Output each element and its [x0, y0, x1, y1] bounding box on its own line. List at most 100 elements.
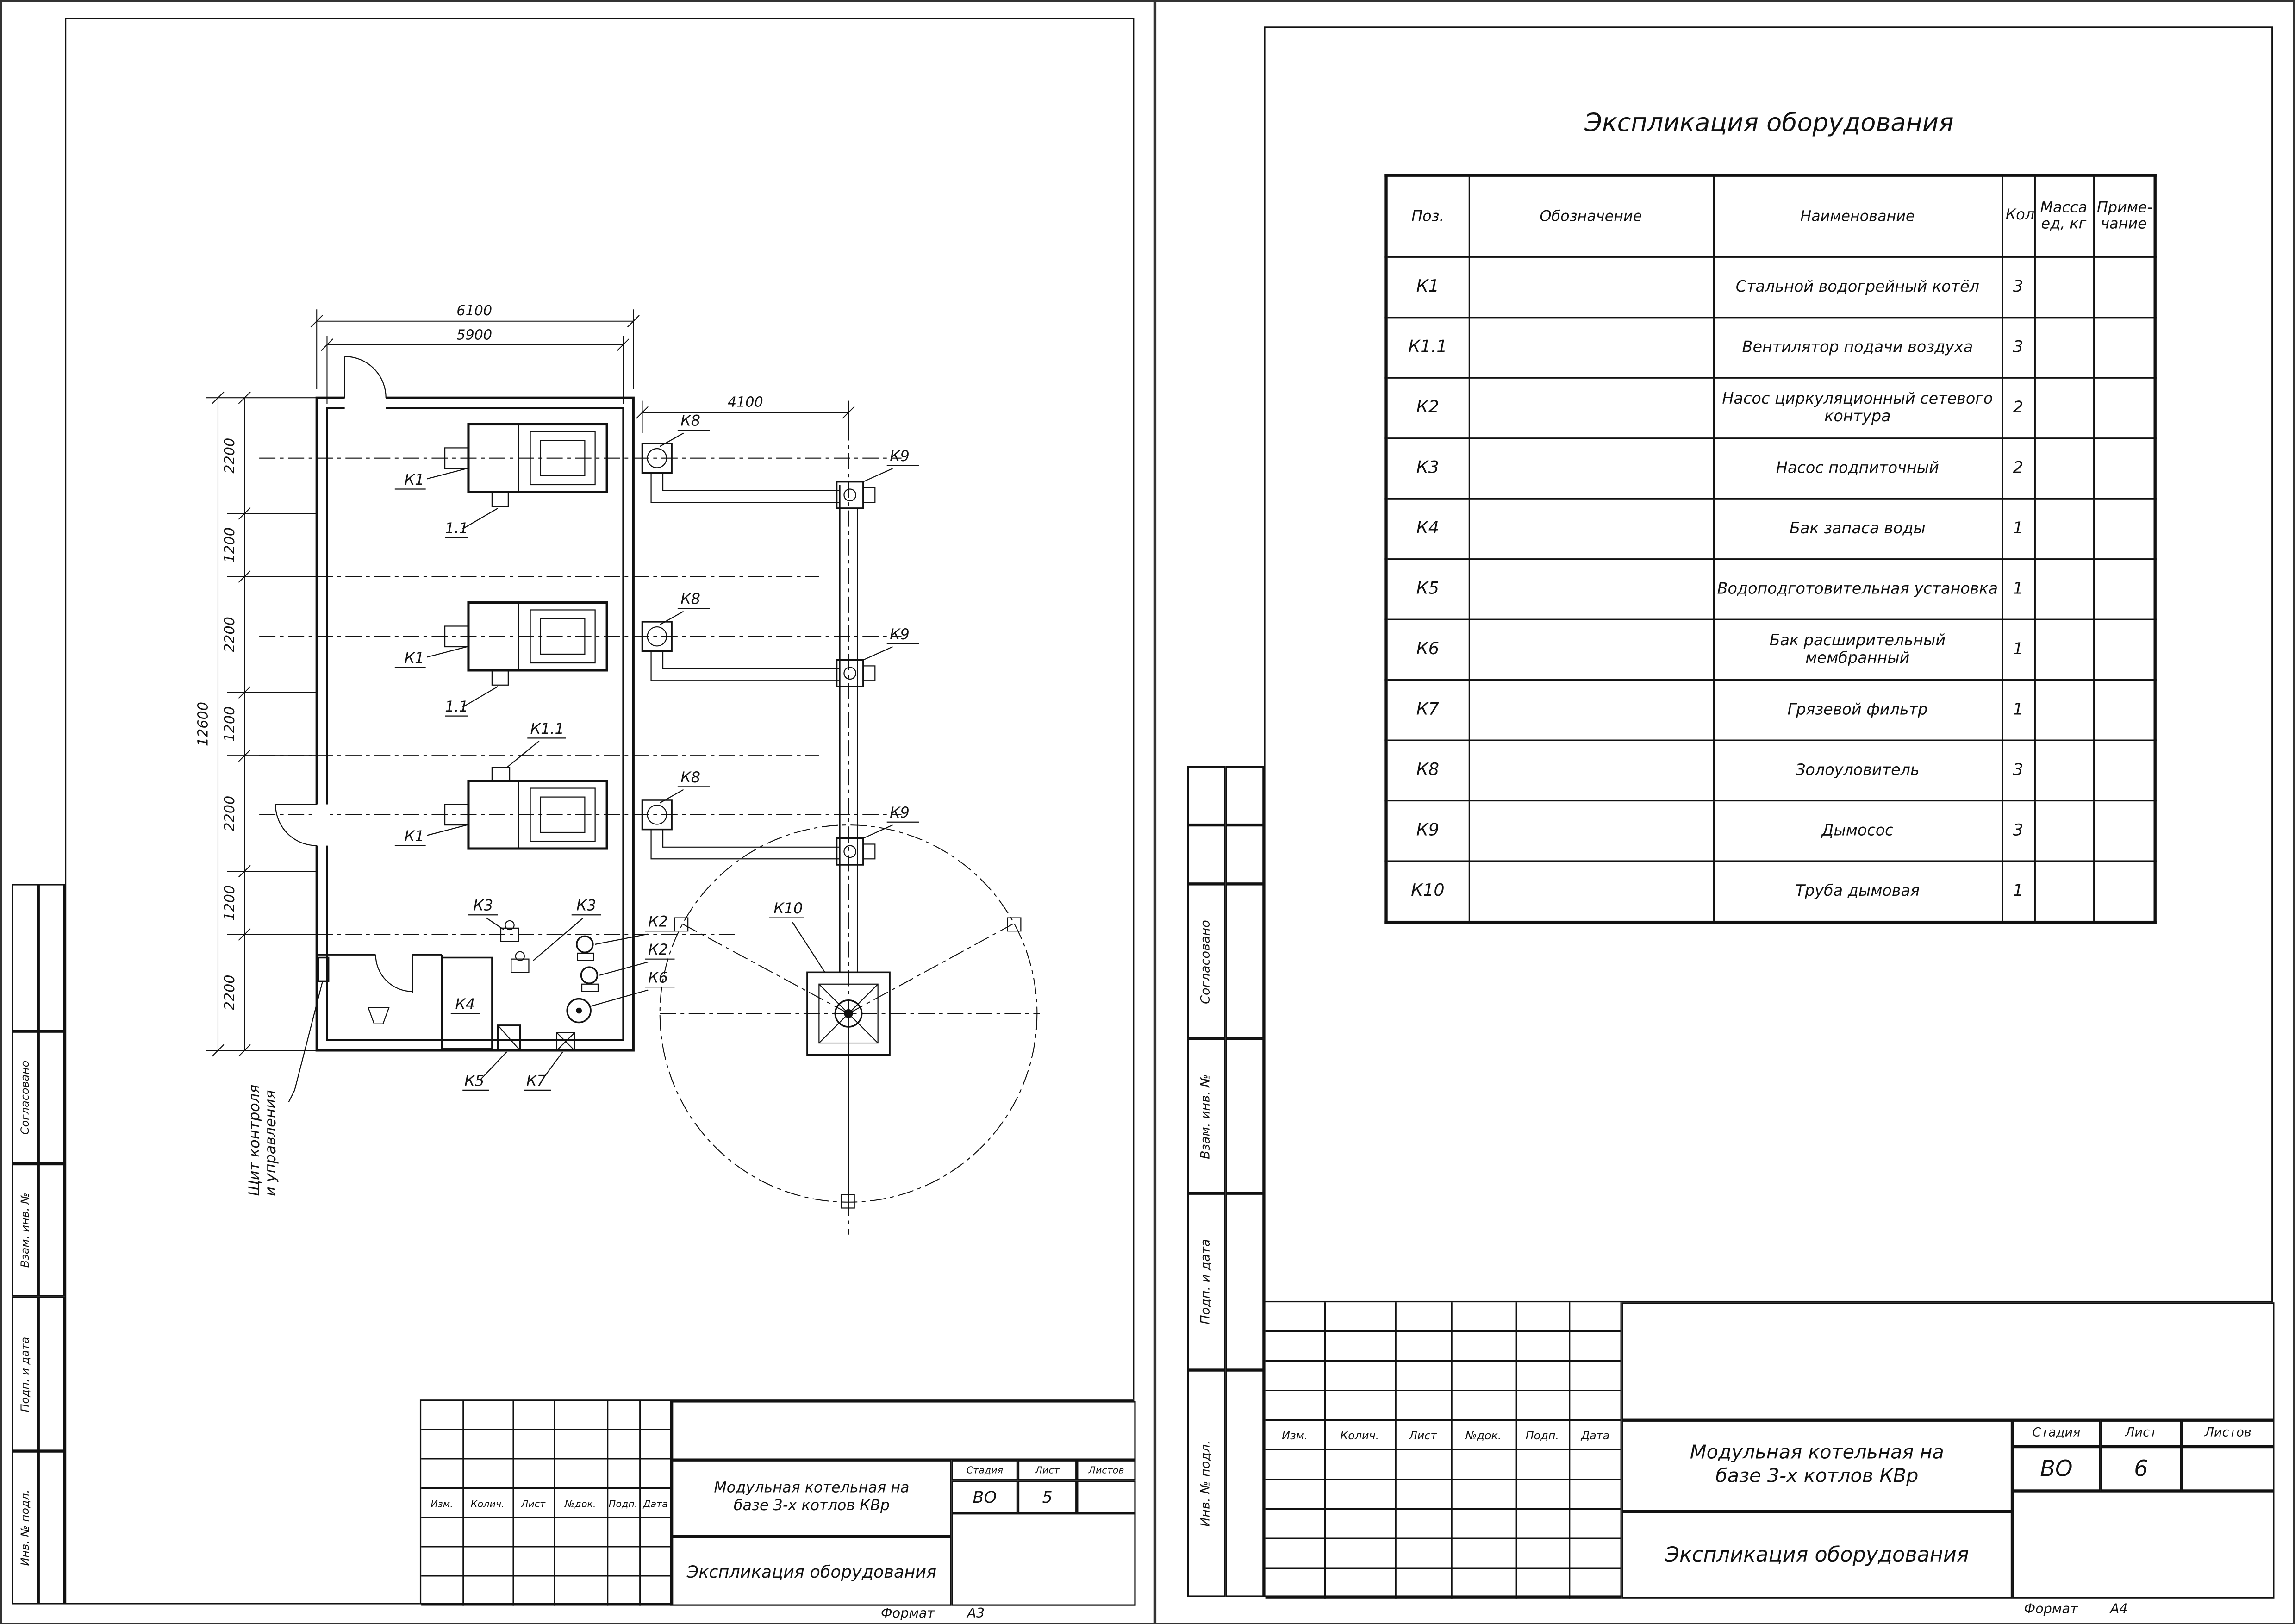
- cell-pos: К10: [1385, 860, 1470, 923]
- col-list: Лист: [1409, 1429, 1437, 1443]
- table-header-row: Поз. Обозначение Наименование Кол. Масса…: [1385, 175, 2156, 258]
- sheet-header: Лист: [2100, 1420, 2182, 1447]
- format-value: А3: [967, 1607, 985, 1622]
- cell-name: Бак запаса воды: [1712, 498, 2003, 560]
- cell-name: Стальной водогрейный котёл: [1712, 256, 2003, 319]
- cell-note: [2092, 377, 2156, 439]
- smoke-exhauster-k9-3: [836, 837, 876, 866]
- stamp-soglasovano: Согласовано: [1187, 884, 1226, 1039]
- col-data: Дата: [643, 1497, 668, 1510]
- cell-mass: [2033, 256, 2094, 319]
- cell-designation: [1468, 317, 1714, 379]
- col-kolich: Колич.: [1340, 1429, 1379, 1443]
- sheet-number: 5: [1017, 1480, 1077, 1513]
- boiler-3-k1: [444, 767, 608, 850]
- ash-collector-k8-2: [641, 621, 840, 681]
- smoke-exhauster-k9-2: [836, 659, 876, 687]
- header-note-line1: Приме-: [2097, 200, 2152, 216]
- label-k1-2: К1: [405, 649, 424, 667]
- cell-name: Вентилятор подачи воздуха: [1712, 317, 2003, 379]
- stamp-label: Инв. № подл.: [1199, 1440, 1214, 1527]
- doc-designation-cell: [1621, 1302, 2275, 1420]
- cell-pos: К4: [1385, 498, 1470, 560]
- cell-designation: [1468, 679, 1714, 741]
- cell-qty: 1: [2001, 679, 2035, 741]
- cell-mass: [2033, 618, 2094, 681]
- drawing-frame-a3: [65, 18, 1135, 1605]
- spec-title: Экспликация оборудования: [1584, 109, 1954, 139]
- cell-qty: 2: [2001, 437, 2035, 500]
- label-k1_1: К1.1: [530, 720, 564, 737]
- stamp-podp-data: Подп. и дата: [1187, 1193, 1226, 1370]
- ash-collector-k8-1: [641, 443, 840, 503]
- label-k3-a: К3: [473, 897, 493, 914]
- water-treatment-k5: [497, 1024, 521, 1051]
- header-note: Приме-чание: [2092, 175, 2156, 258]
- cell-designation: [1468, 498, 1714, 560]
- cell-mass: [2033, 739, 2094, 802]
- stamp-empty: [1225, 766, 1264, 825]
- cell-name: Водоподготовительная установка: [1712, 558, 2003, 620]
- label-k3-b: К3: [576, 897, 596, 914]
- cell-qty: 3: [2001, 256, 2035, 319]
- boiler-1-k1: [444, 423, 608, 507]
- title-block-a4: Изм. Колич. Лист №док. Подп. Дата Модуль…: [1264, 1300, 2275, 1599]
- header-note-line2: чание: [2101, 216, 2147, 233]
- cell-name: Грязевой фильтр: [1712, 679, 2003, 741]
- sheets-total: [2181, 1447, 2275, 1491]
- cell-qty: 3: [2001, 739, 2035, 802]
- doc-name-line1: Модульная котельная на: [714, 1480, 910, 1497]
- sheet-a4-spec: Согласовано Взам. инв. № Подп. и дата Ин…: [1155, 0, 2295, 1624]
- dim-seg-5: 2200: [222, 796, 238, 831]
- cell-designation: [1468, 618, 1714, 681]
- cell-pos: К7: [1385, 679, 1470, 741]
- side-stamps-a3: Согласовано Взам. инв. № Подп. и дата Ин…: [12, 884, 65, 1605]
- cell-qty: 3: [2001, 800, 2035, 862]
- doc-name-line2: базе 3-х котлов КВр: [1715, 1466, 1919, 1488]
- pump-k2-a: [576, 935, 594, 961]
- stamp-label: Согласовано: [18, 1060, 32, 1135]
- equipment-table: Поз. Обозначение Наименование Кол. Масса…: [1384, 174, 2157, 924]
- label-k8-2: К8: [680, 590, 700, 608]
- cell-note: [2092, 558, 2156, 620]
- cell-pos: К2: [1385, 377, 1470, 439]
- guy-wires: [659, 824, 1038, 1209]
- dim-seg-7: 2200: [222, 974, 238, 1010]
- cell-mass: [2033, 498, 2094, 560]
- sheet-number: 6: [2100, 1447, 2182, 1491]
- org-cell: [951, 1513, 1136, 1606]
- pump-k2-b: [580, 966, 599, 992]
- dim-4100: 4100: [728, 394, 763, 410]
- cell-qty: 1: [2001, 618, 2035, 681]
- sheets-header: Листов: [2181, 1420, 2275, 1447]
- dim-seg-3: 2200: [222, 617, 238, 652]
- revision-grid: Изм. Колич. Лист №док. Подп. Дата: [1265, 1302, 1622, 1599]
- stamp-empty: [1225, 1370, 1264, 1597]
- stamp-empty: [12, 884, 38, 1031]
- dim-6100: 6100: [456, 303, 492, 319]
- col-izm: Изм.: [1282, 1429, 1308, 1443]
- label-k10: К10: [773, 899, 803, 917]
- cell-name: Золоуловитель: [1712, 739, 2003, 802]
- label-k2-a: К2: [648, 913, 668, 931]
- cell-designation: [1468, 558, 1714, 620]
- stamp-empty: [38, 1451, 65, 1605]
- header-name: Наименование: [1712, 175, 2003, 258]
- expansion-tank-k6: [566, 998, 592, 1024]
- stamp-empty: [38, 1296, 65, 1451]
- cell-mass: [2033, 317, 2094, 379]
- title-block-a3: Изм. Колич. Лист №док. Подп. Дата Модуль…: [419, 1399, 1136, 1606]
- cell-designation: [1468, 739, 1714, 802]
- label-k2-b: К2: [648, 941, 668, 958]
- label-k4: К4: [455, 995, 475, 1013]
- cell-note: [2092, 437, 2156, 500]
- stamp-inv-podl: Инв. № подл.: [12, 1451, 38, 1605]
- col-list: Лист: [521, 1497, 546, 1510]
